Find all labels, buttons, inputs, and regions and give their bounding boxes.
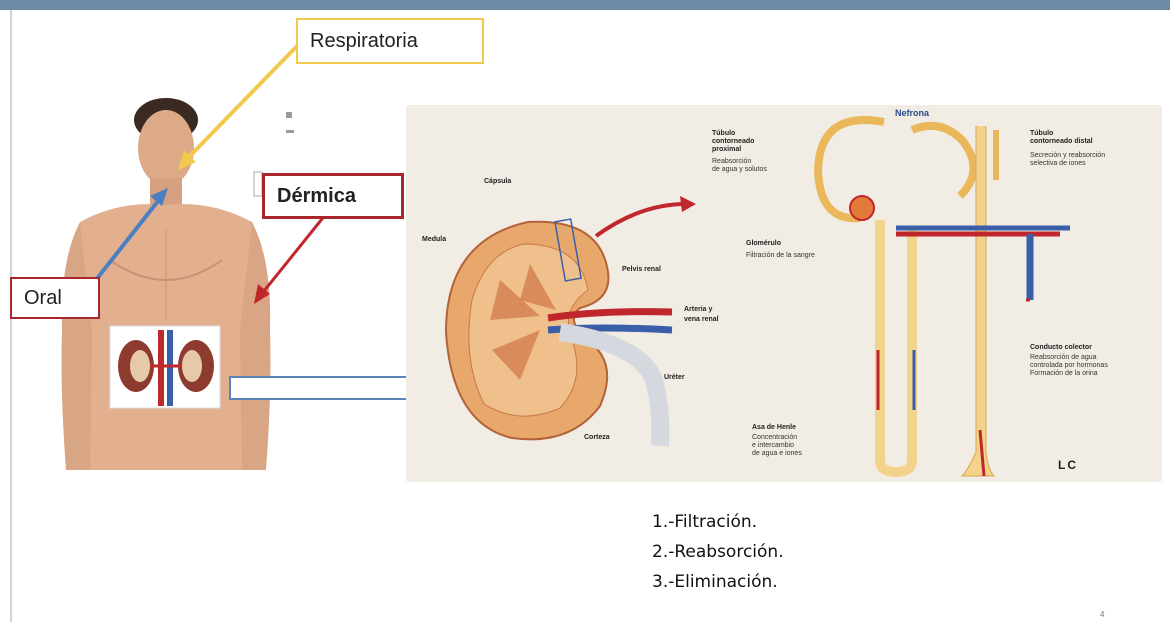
nephron-proximal-note-2: de agua y solutos	[712, 166, 767, 174]
nephron-proximal-note-1: Reabsorción	[712, 158, 751, 166]
page-number: 4	[1100, 610, 1104, 619]
nephron-henle-note-1: Concentración	[752, 434, 797, 442]
nephron-title: Nefrona	[895, 109, 929, 117]
nephron-colector: Conducto colector	[1030, 344, 1092, 352]
kidney-label-arteria: Arteria y	[684, 306, 712, 314]
kidney-label-corteza: Corteza	[584, 434, 610, 442]
nephron-colector-note-2: controlada por hormonas	[1030, 362, 1108, 370]
nephron-distal-2: contorneado distal	[1030, 138, 1093, 146]
step-reabsorcion: 2.-Reabsorción.	[652, 537, 784, 567]
nephron-glomerulo-note: Filtración de la sangre	[746, 252, 815, 260]
nephron-henle-note-3: de agua e iones	[752, 450, 802, 458]
step-filtracion: 1.-Filtración.	[652, 507, 784, 537]
label-dermica: Dérmica	[262, 173, 404, 219]
publisher-logo: LC	[1058, 458, 1078, 472]
nephron-henle-note-2: e intercambio	[752, 442, 794, 450]
nephron-glomerulo: Glomérulo	[746, 240, 781, 248]
process-steps: 1.-Filtración. 2.-Reabsorción. 3.-Elimin…	[652, 507, 784, 597]
nephron-proximal-1: Túbulo	[712, 130, 735, 138]
nephron-colector-note-3: Formación de la orina	[1030, 370, 1098, 378]
nephron-distal-note-1: Secreción y reabsorción	[1030, 152, 1105, 160]
kidney-label-vena: vena renal	[684, 316, 719, 324]
nephron-proximal-3: proximal	[712, 146, 741, 154]
kidney-label-capsula: Cápsula	[484, 178, 511, 186]
kidney-label-pelvis: Pelvis renal	[622, 266, 661, 274]
kidney-label-ureter: Uréter	[664, 374, 685, 382]
label-respiratoria: Respiratoria	[296, 18, 484, 64]
nephron-distal-1: Túbulo	[1030, 130, 1053, 138]
kidney-label-medula: Medula	[422, 236, 446, 244]
nephron-distal-note-2: selectiva de iones	[1030, 160, 1086, 168]
label-oral: Oral	[10, 277, 100, 319]
nephron-proximal-2: contorneado	[712, 138, 754, 146]
step-eliminacion: 3.-Eliminación.	[652, 567, 784, 597]
nephron-colector-note-1: Reabsorción de agua	[1030, 354, 1097, 362]
nephron-henle: Asa de Henle	[752, 424, 796, 432]
